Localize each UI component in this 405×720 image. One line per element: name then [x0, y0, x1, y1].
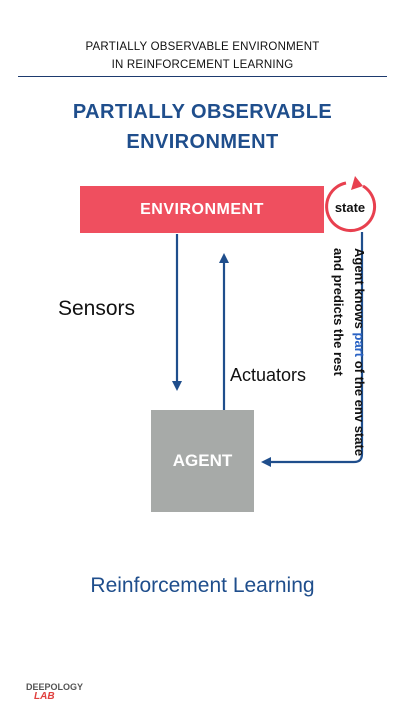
header-divider [18, 76, 387, 77]
environment-label: ENVIRONMENT [140, 200, 264, 218]
state-label: state [334, 199, 366, 215]
side-note-highlight: part [352, 332, 367, 358]
side-note: Agent knows part of the env state and pr… [328, 248, 370, 456]
environment-box: ENVIRONMENT [80, 186, 324, 233]
logo-top-text: DEEPOLOGY [26, 682, 84, 692]
agent-box: AGENT [151, 410, 254, 512]
sensors-label: Sensors [58, 297, 136, 320]
footer-title: Reinforcement Learning [90, 574, 315, 597]
side-note-line-2: and predicts the rest [331, 248, 346, 376]
header-line-2: IN REINFORCEMENT LEARNING [111, 59, 294, 71]
actuators-label: Actuators [230, 365, 307, 385]
state-feedback-arrow [261, 232, 364, 467]
header-line-1: PARTIALLY OBSERVABLE ENVIRONMENT [85, 41, 320, 53]
agent-label: AGENT [172, 451, 233, 470]
state-cycle-icon [325, 176, 377, 232]
page-title-line-1: PARTIALLY OBSERVABLE [72, 101, 333, 123]
logo-bottom-text: LAB [34, 691, 55, 702]
side-note-line-1: Agent knows part of the env state [352, 248, 367, 457]
brand-logo: DEEPOLOGY LAB [26, 682, 83, 702]
page-title-line-2: ENVIRONMENT [126, 131, 279, 153]
